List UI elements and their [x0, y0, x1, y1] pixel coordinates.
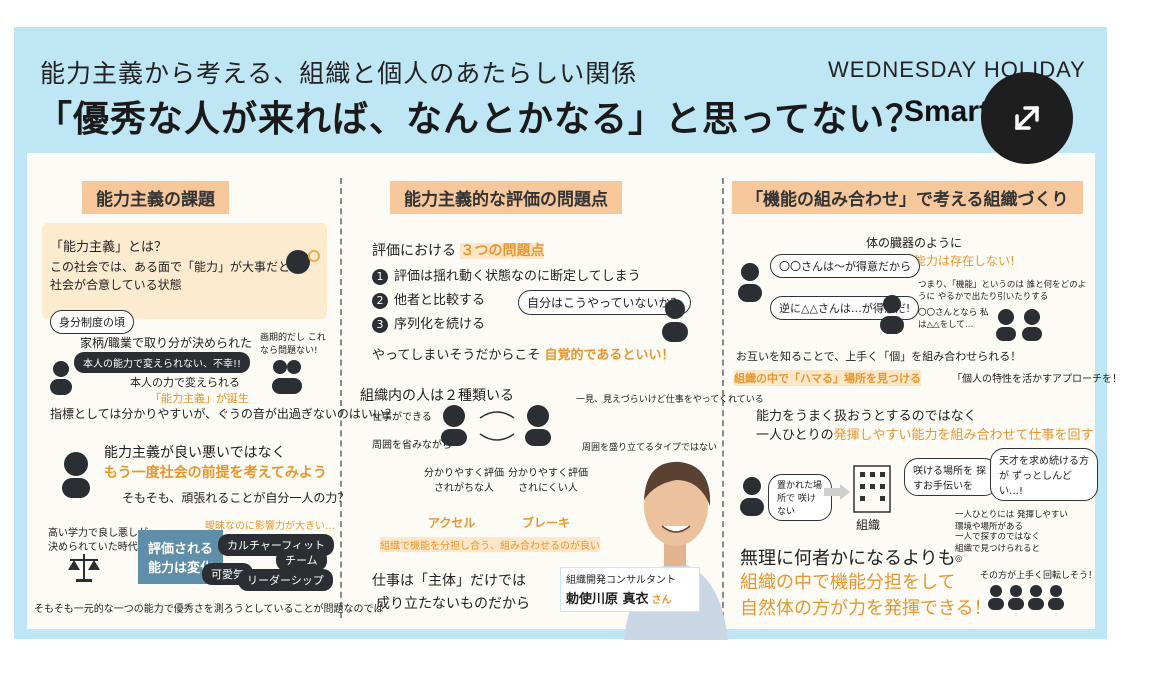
scale-icon	[68, 554, 100, 582]
divider-left	[340, 178, 342, 618]
q-line2: 社会が合意している状態	[50, 278, 182, 292]
arrow-label2: 能力は変化	[148, 561, 214, 576]
accel-label: アクセル	[428, 516, 476, 530]
label-easy: 分かりやすく評価されがちな人	[424, 468, 504, 494]
section-heading-middle: 能力主義的な評価の問題点	[390, 181, 622, 214]
bubble-unfair: 本人の能力で変えられない、不幸!!	[74, 352, 251, 373]
speaker-role: 組織開発コンサルタント	[566, 575, 676, 586]
confused-person-icon	[62, 452, 90, 498]
section-heading-left: 能力主義の課題	[82, 181, 229, 214]
ability-line1: 本人の力で変えられる	[130, 376, 240, 389]
person-icon	[738, 263, 762, 302]
seek-bubble: 天才を求め続ける方が ずっとしんどい…!	[990, 448, 1098, 501]
type-right-1: 一見、見えづらいけど仕事をやってくれている	[576, 395, 764, 405]
group-icon	[272, 360, 302, 394]
type-left-1: 仕事ができる	[372, 412, 432, 423]
function-note: つまり、「機能」というのは 誰と何をどのように やるかで出たり引いたりする	[918, 280, 1087, 302]
speaker-suffix: さん	[651, 595, 672, 606]
visible-worker-icon	[441, 405, 467, 446]
section-heading-right: 「機能の組み合わせ」で考える組織づくり	[732, 181, 1083, 214]
closing1: 無理に何者かになるよりも	[740, 548, 956, 569]
label-hard: 分かりやすく評価されにくい人	[508, 468, 588, 494]
eval-title: 評価における ３つの問題点	[372, 243, 545, 259]
vague-text: 曖昧なのに影響力が大きい…	[205, 521, 335, 532]
indicator-text: 指標としては分かりやすいが、ぐうの音が出過ぎないのはいい？	[50, 407, 397, 421]
exchange-arrows-icon	[479, 411, 515, 441]
expand-arrows-icon	[1015, 106, 1039, 130]
header-title: 「優秀な人が来れば、なんとかなる」と思ってない？	[36, 99, 923, 140]
search-note: 一人で探すのではなく 組織で見つけられると◎	[955, 532, 1041, 564]
each-note: 一人ひとりには 発揮しやすい環境や場所がある	[955, 510, 1068, 532]
person-icon	[740, 477, 764, 516]
building-icon	[853, 465, 891, 513]
wrong-place-bubble: 置かれた場所で 咲けない	[768, 474, 832, 521]
use-ability1: 能力をうまく扱おうとするのではなく	[756, 409, 977, 424]
type-left-2: 周囲を省みながら	[372, 440, 452, 451]
thinking-person-icon	[286, 250, 320, 274]
types-title: 組織内の人は２種類いる	[360, 388, 514, 404]
small-note: 〇〇さんとなら 私は△△をして…	[918, 308, 989, 330]
q-line1: この社会では、ある面で「能力」が大事だと	[50, 260, 291, 274]
status-line1: 家柄/職業で取り分が決められた	[80, 336, 253, 350]
pill-team: チーム	[276, 549, 327, 571]
team-icon	[988, 585, 1064, 610]
arrow-label1: 評価される	[148, 542, 214, 557]
brake-label: ブレーキ	[522, 516, 571, 530]
pair-icon	[996, 309, 1042, 341]
personal-text: そもそも、頑張れることが自分一人の力？	[122, 491, 350, 505]
find-place: 組織の中で「ハマる」場所を見つける	[734, 370, 921, 386]
speaker-card	[560, 567, 700, 612]
arrow-right-icon	[824, 484, 850, 500]
divider-right	[722, 178, 724, 618]
header-subtitle: 能力主義から考える、組織と個人のあたらしい関係	[40, 59, 638, 88]
hidden-worker-icon	[525, 405, 551, 446]
good-bad-text: 能力主義が良い悪いではなく	[104, 445, 286, 461]
bubble-good-at: 〇〇さんは〜が得意だから	[770, 254, 920, 278]
definition-box	[42, 223, 327, 319]
premise-text: もう一度社会の前提を考えてみよう	[104, 465, 327, 481]
use-ability2: 一人ひとりの発揮しやすい能力を組み合わせて仕事を回す	[756, 428, 1094, 443]
past-line2: 決められていた時代	[48, 542, 138, 553]
expand-button[interactable]	[981, 72, 1073, 164]
type-right-2: 周囲を盛り立てるタイプではない	[582, 443, 718, 453]
approach: 「個人の特性を活かすアプローチを！	[952, 374, 1122, 385]
aware-text: やってしまいそうだからこそ 自覚的であるといい！	[372, 348, 675, 363]
spin-text: その方が上手く回転しそう！	[980, 571, 1098, 581]
person-icon	[50, 361, 72, 395]
status-label: 身分制度の頃	[50, 310, 134, 334]
speaker-name: 勅使川原 真衣	[566, 592, 649, 607]
combine-text: 組織で機能を分担し合う、組み合わせるのが良い	[380, 537, 600, 552]
pill-leadership: リーダーシップ	[238, 569, 333, 591]
ability-line2: 「能力主義」が誕生	[150, 392, 249, 405]
person-icon	[880, 295, 904, 334]
left-footer: そもそも一元的な一つの能力で優秀さを測ろうとしていることが問題なのでは	[34, 604, 384, 615]
know-each: お互いを知ることで、上手く「個」を組み合わせられる！	[736, 350, 1022, 363]
q-title: 「能力主義」とは？	[50, 240, 168, 255]
bloom-bubble: 咲ける場所を 探すお手伝いを	[904, 458, 998, 496]
closing2: 組織の中で機能分担をして	[740, 572, 956, 593]
work-line1: 仕事は「主体」だけでは	[372, 573, 526, 589]
bubble-epoch: 画期的だし これなら問題ない!	[260, 333, 326, 356]
organ-text: 体の臓器のように	[866, 236, 963, 250]
org-label: 組織	[856, 518, 881, 532]
past-line1: 高い学力で良し悪しが	[48, 528, 148, 539]
speaker-name-line: 勅使川原 真衣さん	[566, 588, 672, 607]
work-line2: 成り立たないものだから	[376, 596, 530, 612]
closing3: 自然体の方が力を発揮できる！	[740, 598, 992, 619]
person-icon	[662, 299, 688, 342]
self-check-bubble: 自分はこうやっていないか？	[518, 290, 692, 315]
